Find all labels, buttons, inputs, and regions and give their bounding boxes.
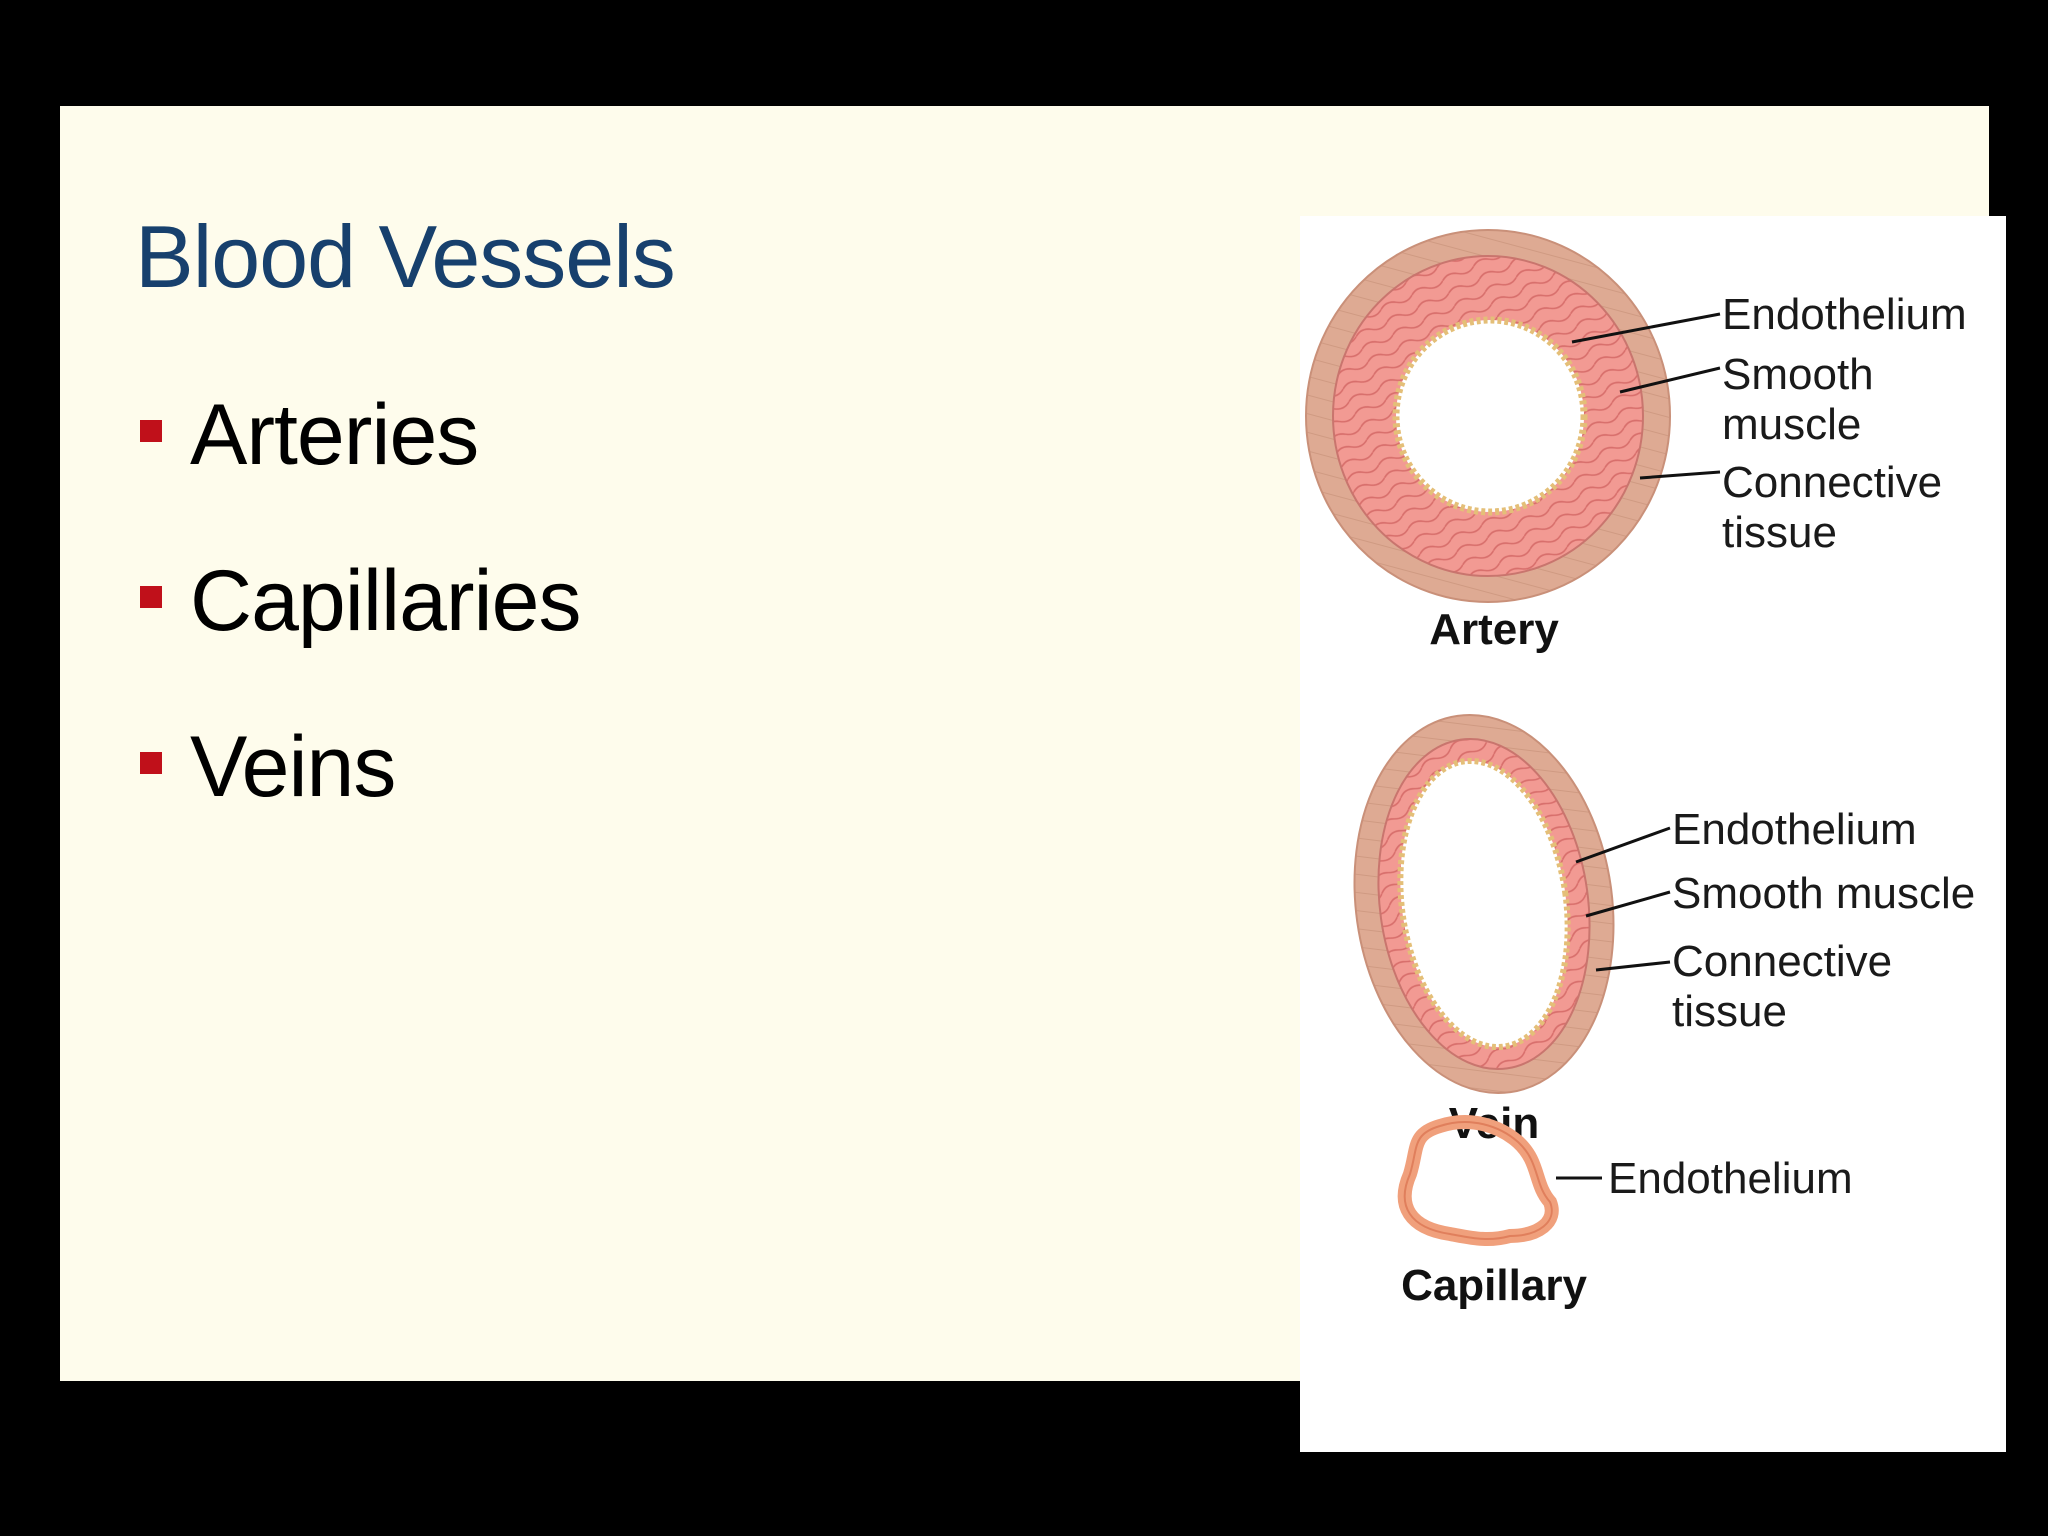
vein-label-connective-1: Connective (1672, 937, 1892, 986)
capillary-caption: Capillary (1401, 1261, 1587, 1310)
slide-title: Blood Vessels (135, 207, 676, 306)
artery-label-connective-2: tissue (1722, 508, 1837, 557)
artery-label-connective-1: Connective (1722, 458, 1942, 507)
artery-leader-lines (1571, 312, 1721, 480)
bullet-text: Arteries (190, 387, 479, 483)
artery-label-smooth-1: Smooth (1722, 350, 1874, 399)
vessel-diagram: Endothelium Smooth muscle Connective tis… (1300, 216, 2006, 1452)
vein-label-endothelium: Endothelium (1672, 805, 1917, 854)
bullet-list: Arteries Capillaries Veins (140, 386, 581, 884)
bullet-marker-icon (140, 586, 162, 608)
vein-illustration (1353, 714, 1615, 1094)
bullet-veins: Veins (140, 718, 581, 884)
vessel-diagram-svg: Endothelium Smooth muscle Connective tis… (1305, 229, 1975, 1310)
bullet-capillaries: Capillaries (140, 552, 581, 718)
vein-label-smooth-muscle: Smooth muscle (1672, 869, 1975, 918)
bullet-text: Veins (190, 719, 396, 815)
capillary-label-endothelium: Endothelium (1608, 1154, 1853, 1203)
artery-caption: Artery (1429, 605, 1559, 654)
bullet-arteries: Arteries (140, 386, 581, 552)
bullet-text: Capillaries (190, 553, 581, 649)
artery-label-endothelium: Endothelium (1722, 290, 1967, 339)
bullet-marker-icon (140, 420, 162, 442)
bullet-marker-icon (140, 752, 162, 774)
vein-leader-lines (1575, 826, 1671, 972)
capillary-illustration (1397, 1115, 1559, 1247)
artery-label-smooth-2: muscle (1722, 400, 1861, 449)
slide: Blood Vessels Arteries Capillaries Veins (60, 106, 2006, 1452)
vein-label-connective-2: tissue (1672, 987, 1787, 1036)
artery-illustration (1305, 229, 1671, 603)
